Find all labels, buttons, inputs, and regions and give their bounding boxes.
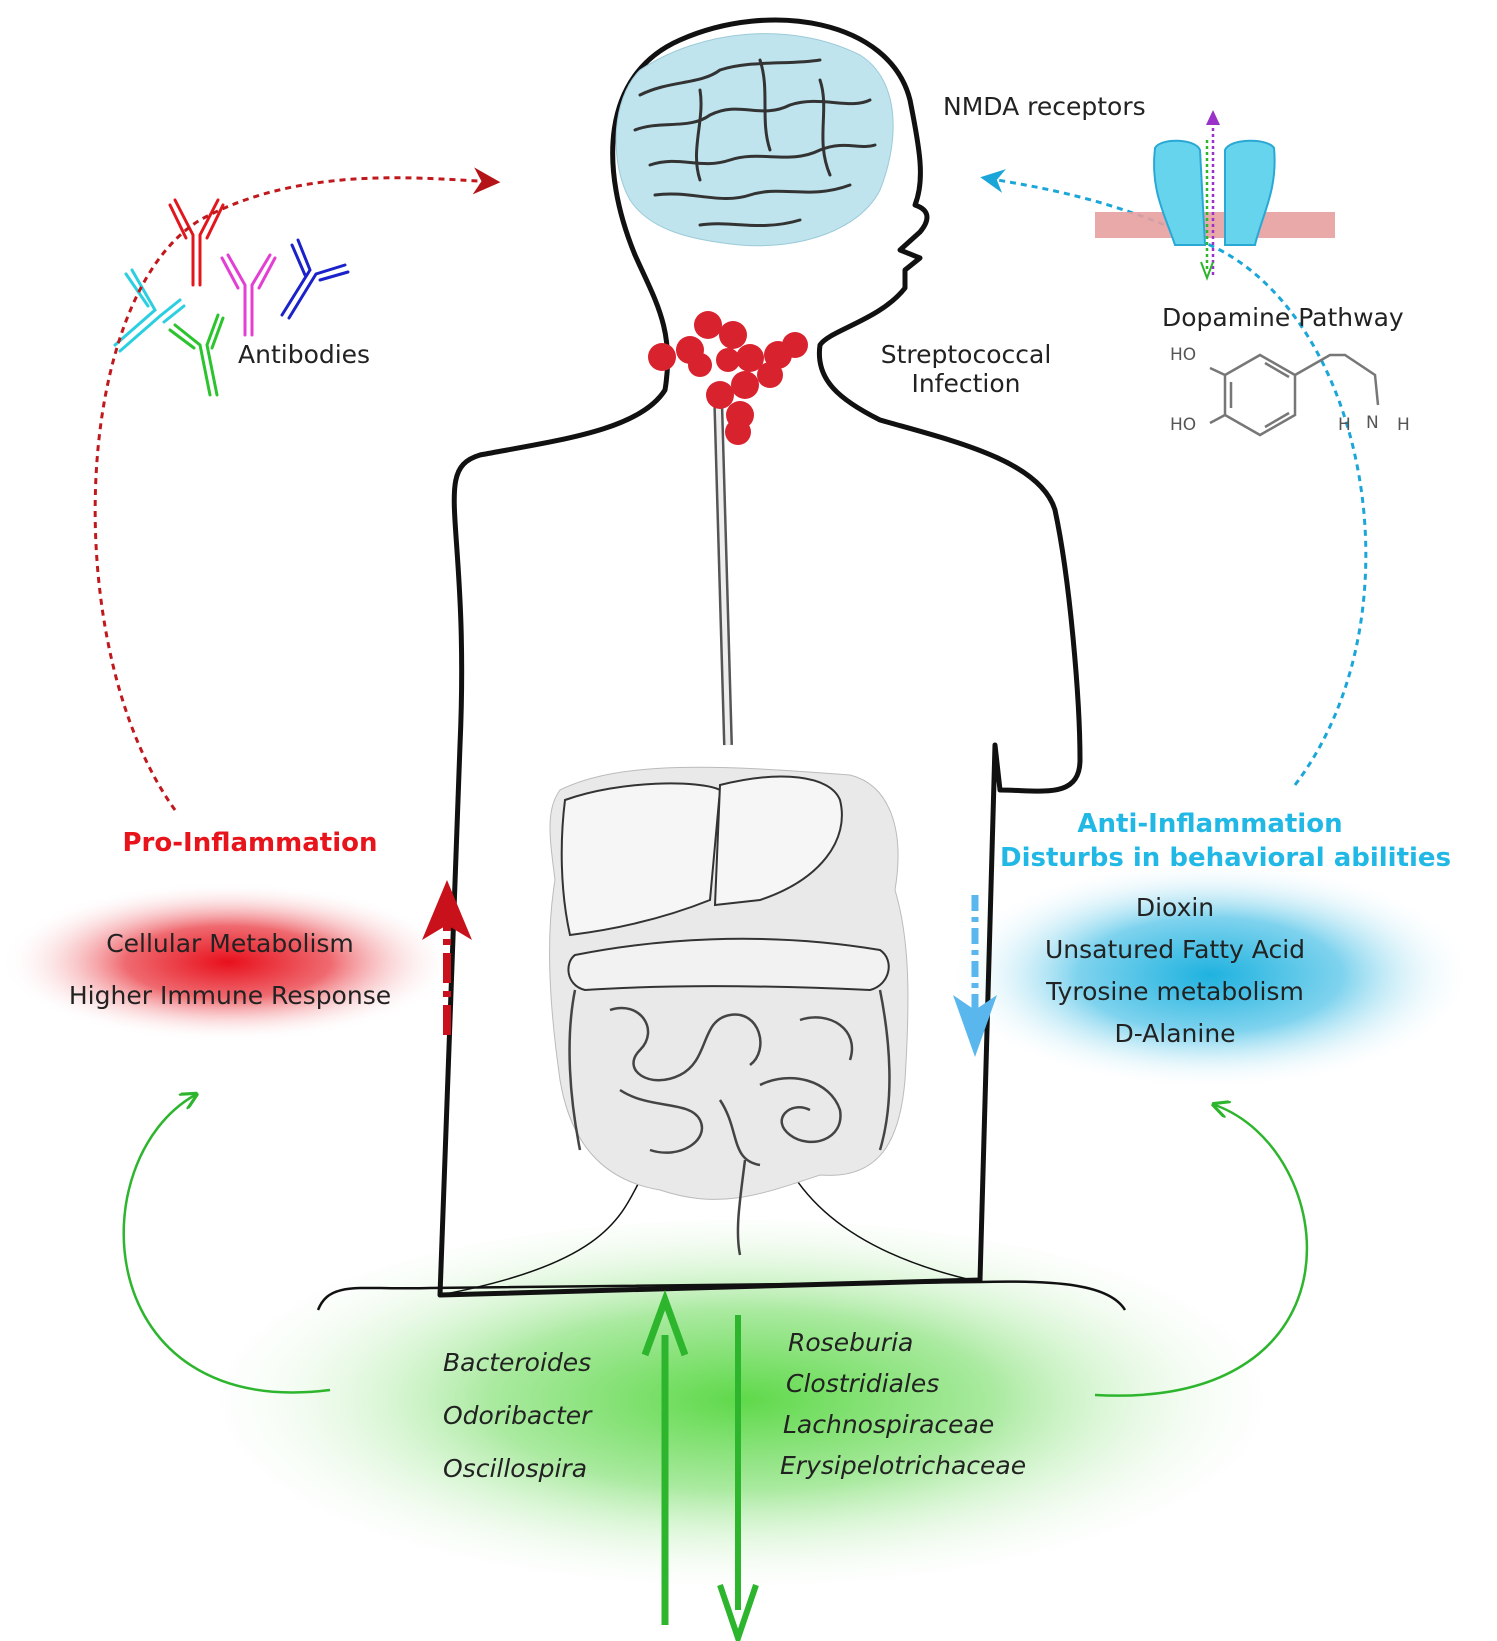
dopamine-h-right: H bbox=[1397, 415, 1410, 435]
bacteria-cluster-icon bbox=[648, 311, 808, 445]
pro-inflammation-title: Pro-Inflammation bbox=[122, 828, 378, 858]
dopamine-ho-bottom: HO bbox=[1170, 415, 1196, 435]
anti-box-item: D-Alanine bbox=[1114, 1019, 1236, 1048]
dopamine-h-left: H bbox=[1338, 415, 1351, 435]
pro-box-item: Higher Immune Response bbox=[68, 981, 392, 1010]
gut-up-arrow bbox=[641, 1289, 689, 1625]
digestive-system-icon bbox=[549, 766, 909, 1256]
streptococcal-infection-label: Streptococcal Infection bbox=[866, 340, 1066, 398]
pro-glow bbox=[0, 882, 456, 1042]
anti-glow bbox=[945, 860, 1475, 1090]
brain-icon bbox=[615, 33, 894, 247]
green-curve-left bbox=[122, 1095, 331, 1394]
dopamine-ho-top: HO bbox=[1170, 345, 1196, 365]
pro-dashed-arrow bbox=[93, 167, 501, 811]
gut-down-arrow bbox=[717, 1315, 759, 1641]
bacteria-up-list: Bacteroides Odoribacter Oscillospira bbox=[443, 1336, 591, 1495]
anti-box: Dioxin Unsatured Fatty Acid Tyrosine met… bbox=[1010, 887, 1340, 1055]
dopamine-n: N bbox=[1366, 413, 1379, 433]
pro-up-arrow bbox=[422, 880, 472, 1035]
anti-down-arrow bbox=[953, 895, 997, 1057]
bacteria-up-item: Oscillospira bbox=[443, 1454, 588, 1483]
pro-box: Cellular Metabolism Higher Immune Respon… bbox=[30, 918, 430, 1022]
streptococcal-line2: Infection bbox=[911, 369, 1021, 398]
anti-inflammation-line2: Disturbs in behavioral abilities bbox=[1000, 843, 1452, 873]
nmda-receptors-label: NMDA receptors bbox=[943, 92, 1146, 121]
nmda-receptor-icon bbox=[1095, 110, 1335, 281]
dopamine-pathway-label: Dopamine Pathway bbox=[1162, 303, 1404, 332]
anti-dashed-arrow bbox=[980, 169, 1368, 786]
bacteria-up-item: Odoribacter bbox=[443, 1401, 592, 1430]
anti-inflammation-line1: Anti-Inflammation bbox=[1077, 809, 1343, 839]
bacteria-down-list: Roseburia Clostridiales Lachnospiraceae … bbox=[780, 1322, 1026, 1486]
anti-inflammation-title: Anti-Inflammation Disturbs in behavioral… bbox=[1000, 807, 1452, 875]
green-curve-right bbox=[1094, 1105, 1308, 1397]
streptococcal-line1: Streptococcal bbox=[880, 340, 1052, 369]
anti-box-item: Dioxin bbox=[1135, 893, 1215, 922]
anti-box-item: Unsatured Fatty Acid bbox=[1044, 935, 1306, 964]
pro-box-item: Cellular Metabolism bbox=[106, 929, 354, 958]
bacteria-down-item: Lachnospiraceae bbox=[783, 1410, 995, 1439]
antibody-icon bbox=[113, 198, 350, 397]
bacteria-down-item: Erysipelotrichaceae bbox=[780, 1451, 1027, 1480]
bacteria-down-item: Clostridiales bbox=[786, 1369, 940, 1398]
antibodies-label: Antibodies bbox=[238, 340, 371, 369]
bacteria-up-item: Bacteroides bbox=[443, 1348, 592, 1377]
gut-glow bbox=[182, 1220, 1302, 1620]
body-outline bbox=[437, 17, 1083, 1298]
bacteria-down-item: Roseburia bbox=[788, 1328, 914, 1357]
dopamine-molecule-icon: HO HO N H H bbox=[1170, 345, 1410, 437]
anti-box-item: Tyrosine metabolism bbox=[1046, 977, 1304, 1006]
